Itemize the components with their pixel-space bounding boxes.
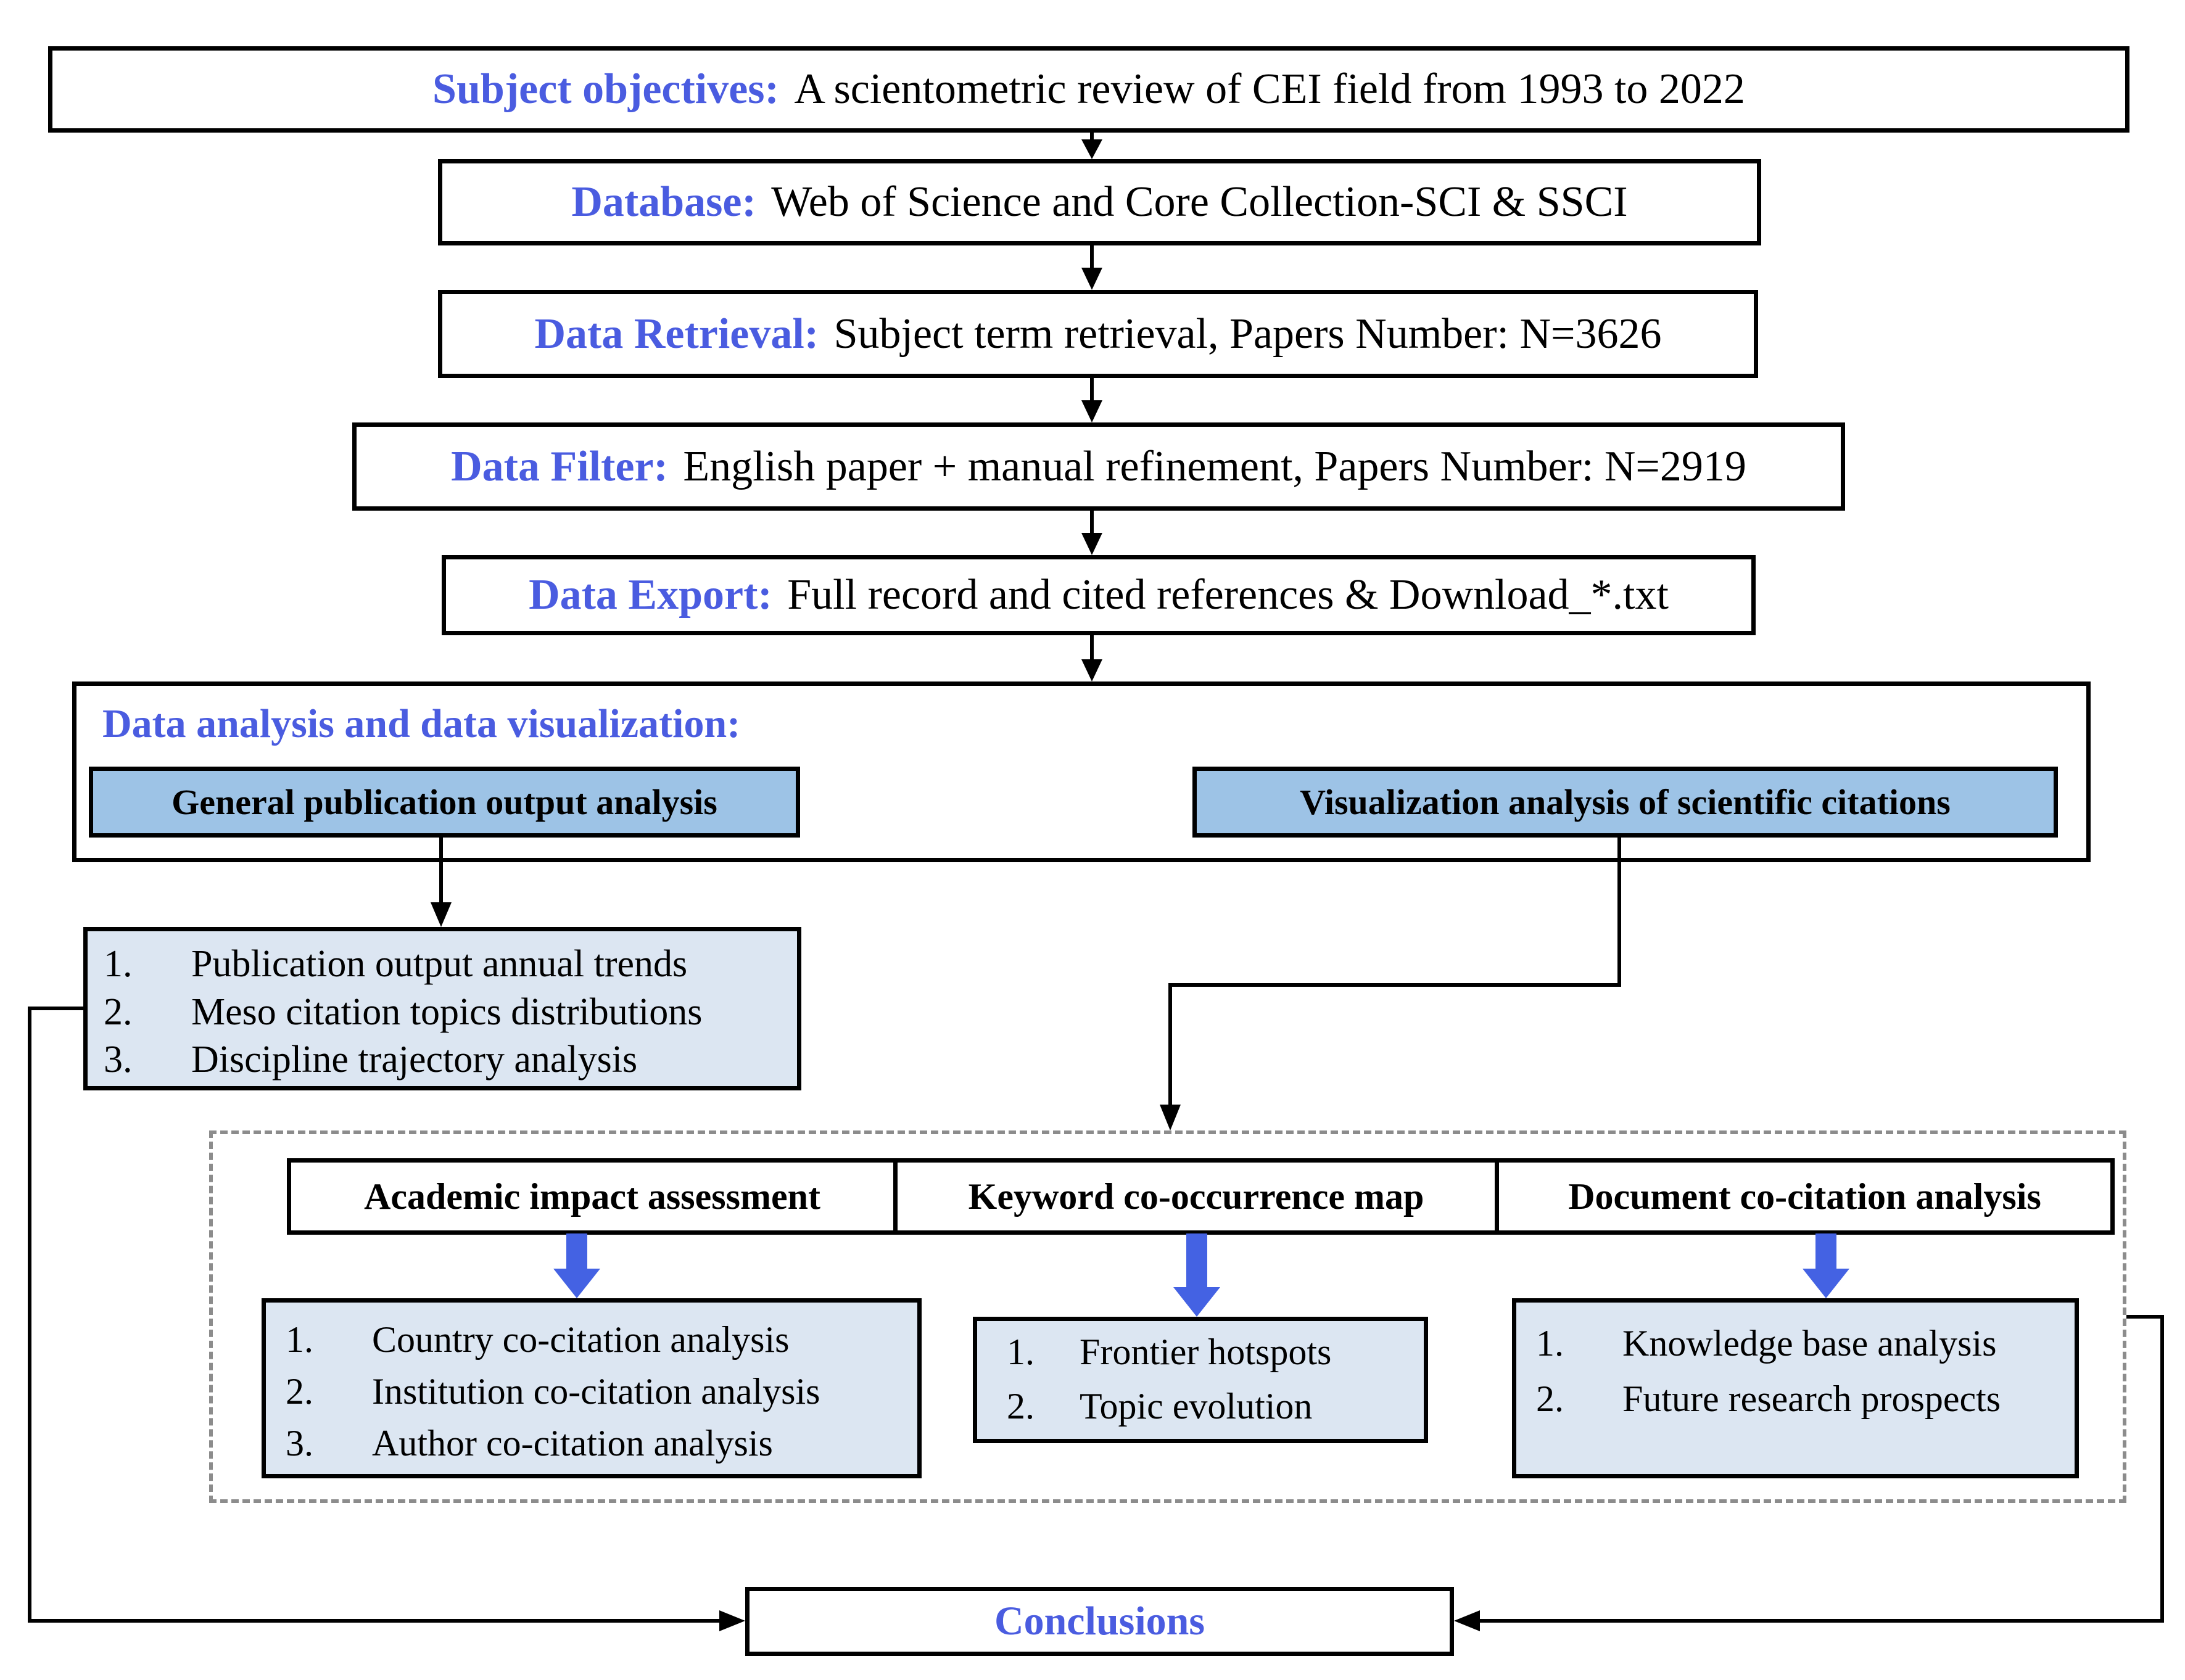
list-item-text: Institution co-citation analysis	[372, 1371, 820, 1412]
list-item-number: 1.	[286, 1319, 313, 1360]
list-item-text: Future research prospects	[1622, 1378, 2001, 1419]
list-item-text: Discipline trajectory analysis	[191, 1039, 638, 1081]
list-item-text: Meso citation topics distributions	[191, 990, 703, 1033]
list-item: 3. Author co-citation analysis	[266, 1422, 917, 1474]
arrowhead-left-icon	[1454, 1610, 1480, 1631]
list-item-text: Author co-citation analysis	[372, 1423, 773, 1464]
arrowhead-down-icon	[1081, 659, 1102, 681]
list-item-text: Publication output annual trends	[191, 943, 688, 985]
arrowhead-down-icon	[1081, 533, 1102, 555]
connector-rightbranch-dashed	[1168, 838, 1621, 1107]
academic-impact-header-label: Academic impact assessment	[364, 1176, 820, 1217]
list-item-text: Topic evolution	[1080, 1385, 1313, 1427]
keyword-cooccurrence-header-cell: Keyword co-occurrence map	[893, 1163, 1495, 1230]
arrowhead-down-icon	[1081, 139, 1102, 159]
arrowhead-down-icon	[1081, 400, 1102, 422]
database-box: Database: Web of Science and Core Collec…	[438, 159, 1761, 245]
list-item-number: 1.	[104, 943, 133, 985]
list-item-text: Country co-citation analysis	[372, 1319, 790, 1360]
data-export-label: Data Export:	[529, 571, 772, 619]
list-item: 3. Discipline trajectory analysis	[88, 1038, 797, 1086]
list-item-number: 2.	[1007, 1385, 1035, 1427]
list-item-number: 1.	[1536, 1323, 1564, 1364]
list-item-number: 2.	[1536, 1378, 1564, 1419]
publication-outputs-list: 1. Publication output annual trends 2. M…	[83, 927, 801, 1090]
conclusions-box: Conclusions	[745, 1587, 1454, 1656]
document-cocitation-list: 1. Knowledge base analysis 2. Future res…	[1512, 1298, 2079, 1478]
list-item: 1. Publication output annual trends	[88, 942, 797, 990]
list-item: 1. Country co-citation analysis	[266, 1319, 917, 1370]
list-item: 2. Topic evolution	[977, 1385, 1424, 1439]
list-item-number: 1.	[1007, 1332, 1035, 1372]
arrowhead-down-icon	[1160, 1105, 1181, 1130]
data-retrieval-label: Data Retrieval:	[534, 310, 819, 358]
data-filter-text: English paper + manual refinement, Paper…	[683, 442, 1746, 490]
list-item-number: 3.	[104, 1039, 133, 1081]
arrowhead-right-icon	[719, 1610, 745, 1631]
list-item-text: Knowledge base analysis	[1622, 1323, 1997, 1364]
subject-objectives-text: A scientometric review of CEI field from…	[794, 65, 1745, 113]
data-filter-box: Data Filter: English paper + manual refi…	[352, 422, 1845, 511]
database-text: Web of Science and Core Collection-SCI &…	[771, 178, 1628, 226]
list-item: 2. Institution co-citation analysis	[266, 1370, 917, 1422]
data-retrieval-box: Data Retrieval: Subject term retrieval, …	[438, 290, 1758, 378]
data-export-text: Full record and cited references & Downl…	[787, 571, 1669, 619]
academic-impact-list: 1. Country co-citation analysis 2. Insti…	[262, 1298, 922, 1478]
visualization-analysis-label: Visualization analysis of scientific cit…	[1300, 782, 1951, 822]
document-cocitation-header-label: Document co-citation analysis	[1568, 1176, 2041, 1217]
data-analysis-label: Data analysis and data visualization:	[102, 701, 741, 746]
academic-impact-header-cell: Academic impact assessment	[291, 1163, 893, 1230]
list-item-number: 3.	[286, 1423, 313, 1464]
data-filter-label: Data Filter:	[451, 442, 668, 490]
keyword-cooccurrence-list: 1. Frontier hotspots 2. Topic evolution	[973, 1317, 1428, 1443]
list-item: 2. Future research prospects	[1516, 1378, 2075, 1433]
list-item-number: 2.	[104, 990, 133, 1033]
database-label: Database:	[571, 178, 756, 226]
document-cocitation-header-cell: Document co-citation analysis	[1495, 1163, 2110, 1230]
visualization-analysis-header: Visualization analysis of scientific cit…	[1192, 767, 2058, 838]
general-publication-output-label: General publication output analysis	[171, 782, 717, 822]
list-item: 1. Frontier hotspots	[977, 1331, 1424, 1385]
conclusions-label: Conclusions	[994, 1599, 1205, 1644]
general-publication-output-header: General publication output analysis	[89, 767, 800, 838]
list-item: 1. Knowledge base analysis	[1516, 1322, 2075, 1378]
keyword-cooccurrence-header-label: Keyword co-occurrence map	[968, 1176, 1424, 1217]
list-item-number: 2.	[286, 1371, 313, 1412]
list-item: 2. Meso citation topics distributions	[88, 990, 797, 1039]
citation-analysis-header-row: Academic impact assessment Keyword co-oc…	[287, 1158, 2115, 1235]
arrowhead-down-icon	[431, 902, 452, 927]
data-export-box: Data Export: Full record and cited refer…	[442, 555, 1756, 635]
subject-objectives-label: Subject objectives:	[432, 65, 779, 113]
arrowhead-down-icon	[1081, 268, 1102, 290]
data-retrieval-text: Subject term retrieval, Papers Number: N…	[833, 310, 1662, 358]
subject-objectives-box: Subject objectives: A scientometric revi…	[48, 46, 2129, 133]
list-item-text: Frontier hotspots	[1080, 1332, 1332, 1372]
